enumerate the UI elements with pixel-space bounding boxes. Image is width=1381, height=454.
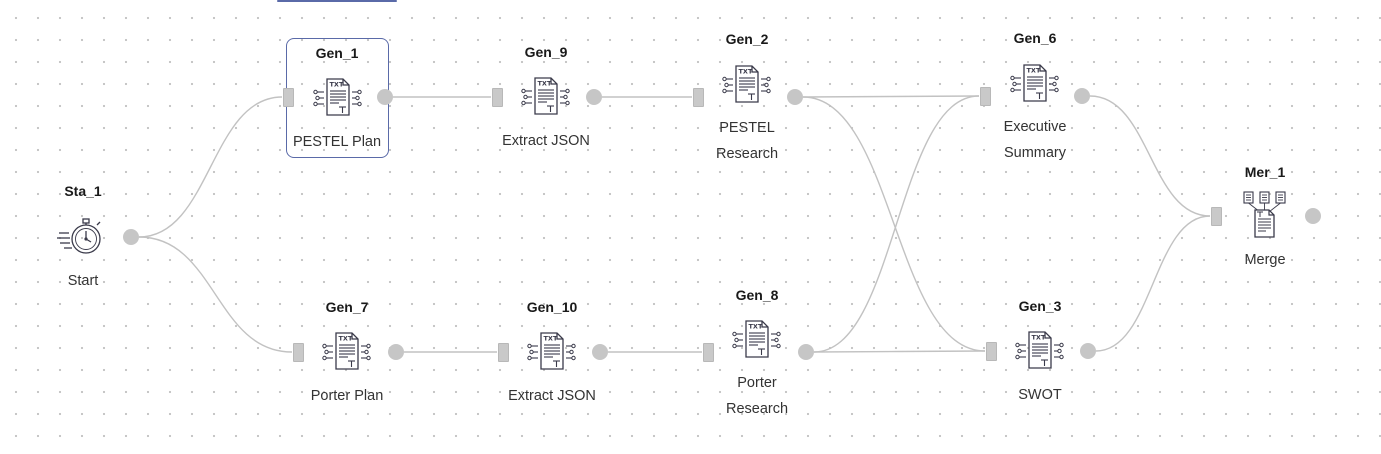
- node-id-label: Gen_8: [735, 287, 779, 303]
- node-id-label: Gen_2: [725, 31, 769, 47]
- input-port[interactable]: [491, 87, 503, 107]
- input-port[interactable]: [979, 86, 991, 106]
- svg-text:TXT: TXT: [339, 335, 353, 343]
- node-label-line: Porter Plan: [310, 388, 384, 404]
- workflow-node-gen-1[interactable]: Gen_1 TXT PESTEL Plan: [277, 0, 397, 150]
- node-id-label: Gen_10: [526, 299, 578, 315]
- node-label-line: Summary: [1003, 145, 1067, 161]
- text-document-icon: TXT: [519, 74, 573, 125]
- output-port[interactable]: [1305, 208, 1321, 224]
- node-label-line: Executive: [1003, 119, 1067, 135]
- svg-text:TXT: TXT: [544, 335, 558, 343]
- edge-sta_1-to-gen_1[interactable]: [138, 96, 283, 238]
- node-id-label: Gen_6: [1013, 30, 1057, 46]
- node-label-line: Start: [67, 273, 99, 289]
- node-id-label: Gen_7: [325, 299, 369, 315]
- output-port[interactable]: [377, 89, 393, 105]
- input-port[interactable]: [282, 87, 294, 107]
- svg-text:TXT: TXT: [330, 81, 344, 89]
- text-document-icon: TXT: [1013, 328, 1067, 379]
- node-id-label: Mer_1: [1244, 164, 1286, 180]
- node-label: Porter Plan: [247, 383, 447, 409]
- node-id-label: Gen_3: [1018, 298, 1062, 314]
- input-port[interactable]: [702, 342, 714, 362]
- node-label-line: Extract JSON: [508, 388, 596, 404]
- node-label: Merge: [1165, 247, 1365, 273]
- node-id-label: Sta_1: [64, 183, 102, 199]
- input-port[interactable]: [692, 87, 704, 107]
- edge-sta_1-to-gen_7[interactable]: [138, 236, 293, 353]
- input-port[interactable]: [1210, 206, 1222, 226]
- node-label: Extract JSON: [446, 128, 646, 154]
- edge-gen_8-to-gen_3[interactable]: [813, 350, 986, 353]
- node-label-line: SWOT: [1018, 387, 1062, 403]
- svg-text:TXT: TXT: [538, 80, 552, 88]
- node-label: SWOT: [940, 382, 1140, 408]
- output-port[interactable]: [1074, 88, 1090, 104]
- stopwatch-icon: [56, 214, 110, 265]
- svg-text:TXT: TXT: [1027, 67, 1041, 75]
- text-document-icon: TXT: [320, 329, 374, 380]
- node-label: PESTEL Research: [647, 115, 847, 167]
- output-port[interactable]: [592, 344, 608, 360]
- output-port[interactable]: [123, 229, 139, 245]
- node-label: Start: [0, 268, 183, 294]
- output-port[interactable]: [798, 344, 814, 360]
- text-document-icon: TXT: [311, 75, 365, 126]
- node-label: PESTEL Plan: [238, 129, 436, 155]
- node-id-label: Gen_1: [315, 45, 359, 61]
- selected-node-outline: [286, 38, 389, 158]
- node-label-line: Merge: [1244, 252, 1286, 268]
- node-label-line: Extract JSON: [502, 133, 590, 149]
- output-port[interactable]: [787, 89, 803, 105]
- text-document-icon: TXT: [525, 329, 579, 380]
- input-port[interactable]: [985, 341, 997, 361]
- output-port[interactable]: [388, 344, 404, 360]
- output-port[interactable]: [586, 89, 602, 105]
- node-id-label: Gen_9: [524, 44, 568, 60]
- input-port[interactable]: [497, 342, 509, 362]
- svg-text:TXT: TXT: [739, 68, 753, 76]
- edge-gen_3-to-mer_1[interactable]: [1095, 215, 1211, 352]
- node-label-line: Research: [715, 146, 779, 162]
- edge-gen_2-to-gen_6[interactable]: [802, 95, 980, 98]
- node-label-line: Porter: [737, 375, 777, 391]
- input-port[interactable]: [292, 342, 304, 362]
- merge-documents-icon: [1238, 190, 1292, 247]
- text-document-icon: TXT: [1008, 61, 1062, 112]
- node-label-line: PESTEL Plan: [292, 134, 382, 150]
- text-document-icon: TXT: [730, 317, 784, 368]
- node-label: Extract JSON: [452, 383, 652, 409]
- node-label-line: Research: [725, 401, 789, 417]
- node-label-line: PESTEL: [719, 120, 775, 136]
- svg-text:TXT: TXT: [749, 323, 763, 331]
- svg-text:TXT: TXT: [1032, 334, 1046, 342]
- output-port[interactable]: [1080, 343, 1096, 359]
- text-document-icon: TXT: [720, 62, 774, 113]
